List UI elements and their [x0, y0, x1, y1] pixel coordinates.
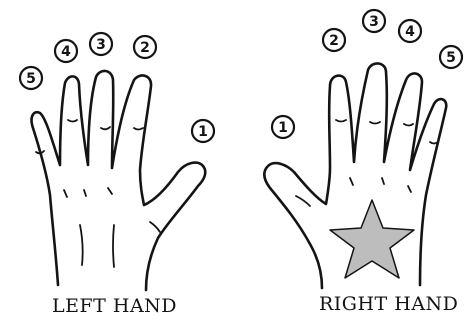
svg-text:2: 2 — [140, 40, 150, 56]
svg-text:3: 3 — [96, 37, 106, 53]
right-hand: 1 2 3 4 5 — [264, 10, 462, 288]
left-finger-badge-5: 5 — [20, 67, 42, 89]
svg-text:1: 1 — [198, 124, 208, 140]
left-hand-crease — [84, 190, 86, 196]
right-hand-crease — [370, 122, 380, 124]
left-hand-label: LEFT HAND — [52, 295, 177, 317]
right-finger-badge-5: 5 — [440, 46, 462, 68]
left-hand-crease — [113, 225, 114, 267]
right-hand-crease — [430, 142, 438, 144]
svg-text:1: 1 — [278, 120, 288, 136]
left-finger-badge-3: 3 — [90, 33, 112, 55]
right-hand-label: RIGHT HAND — [319, 293, 458, 315]
left-hand-crease — [80, 225, 83, 265]
svg-text:4: 4 — [405, 24, 415, 40]
left-hand: 5 4 3 2 1 — [20, 33, 214, 290]
right-hand-crease — [350, 178, 353, 185]
left-hand-crease — [134, 128, 143, 130]
right-finger-badge-3: 3 — [363, 10, 385, 32]
right-hand-crease — [336, 120, 346, 122]
svg-text:5: 5 — [26, 71, 36, 87]
star-icon — [330, 200, 414, 278]
left-finger-badge-1: 1 — [192, 120, 214, 142]
svg-text:5: 5 — [446, 50, 456, 66]
svg-text:3: 3 — [369, 14, 379, 30]
svg-text:2: 2 — [329, 33, 339, 49]
left-finger-badge-2: 2 — [134, 36, 156, 58]
svg-text:4: 4 — [61, 44, 71, 60]
left-hand-crease — [64, 190, 67, 197]
right-hand-crease — [408, 186, 411, 192]
right-finger-badge-2: 2 — [323, 29, 345, 51]
left-hand-crease — [101, 127, 110, 129]
right-finger-badge-4: 4 — [399, 20, 421, 42]
right-finger-badge-1: 1 — [272, 116, 294, 138]
left-hand-crease — [150, 222, 160, 232]
right-hand-crease — [296, 196, 310, 206]
right-hand-crease — [404, 124, 413, 126]
left-hand-crease — [108, 188, 112, 194]
left-hand-crease — [68, 120, 77, 122]
left-hand-outline — [32, 71, 206, 290]
left-finger-badge-4: 4 — [55, 40, 77, 62]
right-hand-crease — [382, 178, 384, 184]
